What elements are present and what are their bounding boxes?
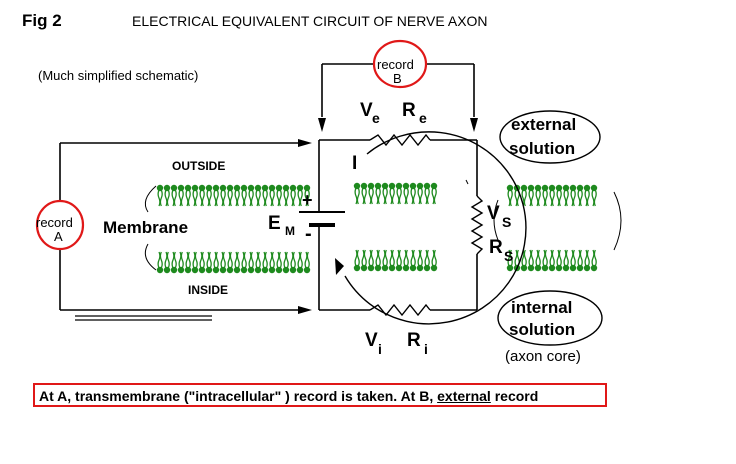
rs-subscript: S bbox=[504, 248, 514, 264]
record-b-ring bbox=[372, 39, 428, 89]
internal-solution-line2: solution bbox=[509, 320, 576, 339]
membrane-bilayer-center bbox=[353, 182, 438, 272]
outside-label: OUTSIDE bbox=[172, 159, 226, 173]
battery-plus: + bbox=[302, 190, 313, 210]
record-b-letter: B bbox=[393, 71, 402, 86]
current-arrow bbox=[344, 131, 527, 325]
resistor-re bbox=[369, 133, 431, 147]
ri-subscript: i bbox=[424, 341, 428, 357]
current-arrowhead bbox=[335, 258, 344, 275]
resistor-ri bbox=[369, 303, 431, 317]
current-label: I bbox=[352, 153, 358, 174]
inside-label: INSIDE bbox=[188, 283, 229, 297]
membrane-brackets bbox=[144, 179, 622, 271]
membrane-label: Membrane bbox=[103, 218, 189, 237]
resistor-rs bbox=[470, 195, 484, 255]
ri-label: R bbox=[407, 330, 421, 351]
caption-text: At A, transmembrane ("intracellular" ) r… bbox=[39, 388, 438, 404]
circuit-wires bbox=[59, 63, 478, 311]
caption-note: At A, transmembrane ("intracellular" ) r… bbox=[33, 383, 607, 407]
vs-label: V bbox=[487, 203, 500, 224]
re-label: R bbox=[402, 100, 416, 121]
caption-external-word: external bbox=[437, 388, 491, 404]
record-a-label: record bbox=[36, 215, 73, 230]
ve-subscript: e bbox=[372, 110, 380, 126]
internal-solution-ring bbox=[497, 290, 603, 346]
vi-subscript: i bbox=[378, 341, 382, 357]
internal-solution-line1: internal bbox=[511, 298, 573, 317]
em-label: E bbox=[268, 213, 281, 234]
external-solution-ring bbox=[499, 110, 601, 164]
external-solution-line1: external bbox=[511, 115, 577, 134]
vs-subscript: S bbox=[502, 214, 512, 230]
rs-label: R bbox=[489, 237, 503, 258]
caption-tail: record bbox=[490, 388, 539, 404]
record-a-letter: A bbox=[54, 229, 63, 244]
ground-lines bbox=[75, 315, 212, 321]
record-a-ring bbox=[35, 199, 85, 251]
em-subscript: M bbox=[285, 224, 295, 238]
vi-label: V bbox=[365, 330, 378, 351]
re-subscript: e bbox=[419, 110, 427, 126]
subtitle: (Much simplified schematic) bbox=[38, 68, 199, 83]
ve-label: V bbox=[360, 100, 373, 121]
page-title: ELECTRICAL EQUIVALENT CIRCUIT OF NERVE A… bbox=[132, 13, 488, 29]
figure-number: Fig 2 bbox=[22, 11, 62, 30]
record-b-label: record bbox=[377, 57, 414, 72]
axon-core-label: (axon core) bbox=[505, 348, 581, 365]
arrow-heads bbox=[298, 118, 478, 314]
external-solution-line2: solution bbox=[509, 139, 576, 158]
battery-minus: - bbox=[305, 223, 312, 245]
